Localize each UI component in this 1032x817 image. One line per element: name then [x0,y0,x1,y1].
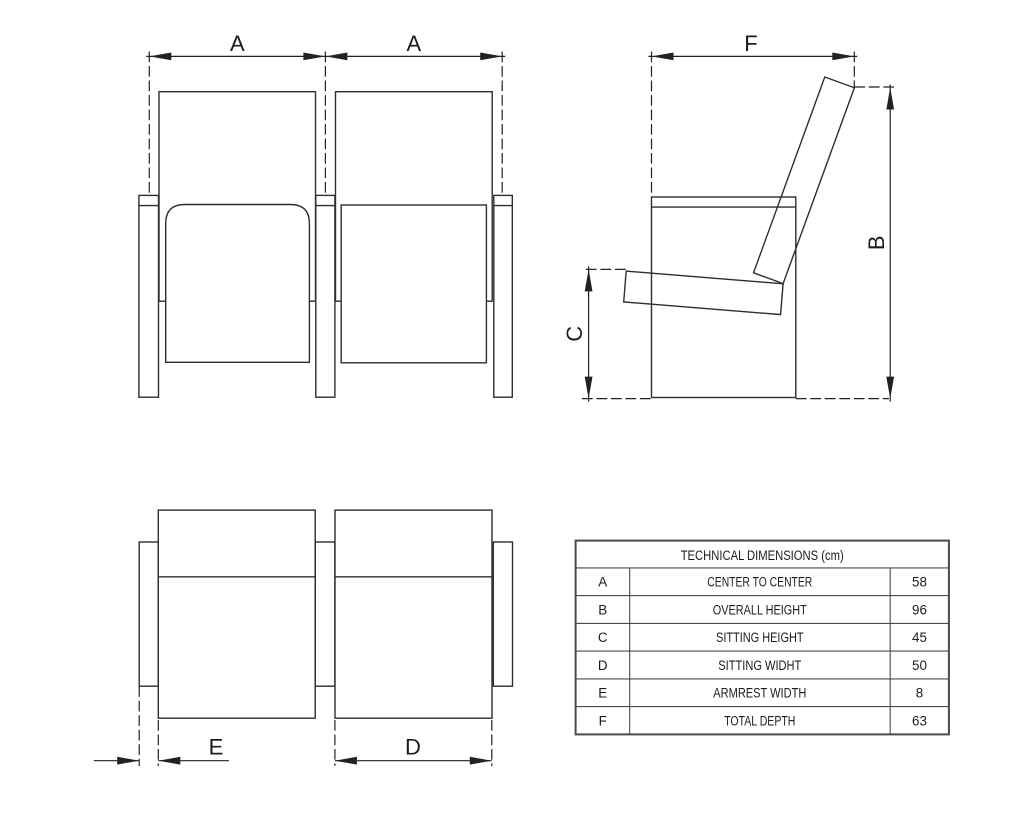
svg-text:A: A [406,31,421,56]
svg-text:ARMREST WIDTH: ARMREST WIDTH [713,686,806,701]
svg-text:C: C [598,630,608,645]
svg-text:A: A [230,31,245,56]
svg-text:96: 96 [912,602,927,617]
svg-text:SITTING WIDHT: SITTING WIDHT [718,658,801,673]
svg-text:TOTAL DEPTH: TOTAL DEPTH [724,713,795,728]
svg-text:A: A [598,575,607,590]
svg-text:B: B [598,602,607,617]
svg-text:B: B [864,235,889,250]
svg-text:58: 58 [912,575,927,590]
svg-text:8: 8 [916,686,923,701]
svg-text:F: F [599,713,607,728]
svg-text:C: C [562,326,587,342]
svg-text:45: 45 [912,630,927,645]
svg-text:E: E [209,734,224,759]
svg-text:D: D [598,658,608,673]
svg-text:63: 63 [912,713,927,728]
svg-text:E: E [598,686,607,701]
svg-text:OVERALL HEIGHT: OVERALL HEIGHT [713,602,807,617]
svg-text:SITTING HEIGHT: SITTING HEIGHT [716,630,804,645]
svg-text:TECHNICAL DIMENSIONS (cm): TECHNICAL DIMENSIONS (cm) [681,548,844,563]
svg-text:D: D [405,734,421,759]
svg-text:50: 50 [912,658,927,673]
svg-text:F: F [744,31,757,56]
svg-text:CENTER TO CENTER: CENTER TO CENTER [707,575,812,590]
